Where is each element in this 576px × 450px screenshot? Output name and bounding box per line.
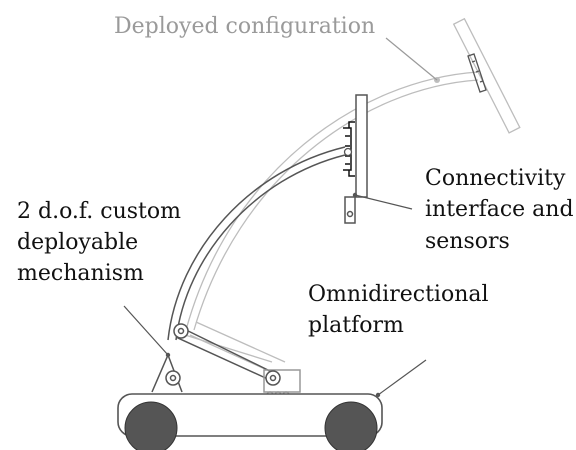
leader-connectivity <box>354 194 413 210</box>
arm-inner <box>175 154 346 341</box>
svg-text:Connectivity: Connectivity <box>425 166 566 191</box>
ghost-tablet <box>452 17 521 134</box>
label-platform: Omnidirectional platform <box>308 282 489 338</box>
ghost-arm-inner <box>193 79 479 331</box>
deployed-configuration-ghost <box>184 17 521 376</box>
svg-text:deployable: deployable <box>17 230 138 255</box>
svg-text:interface and: interface and <box>425 197 574 222</box>
ghost-link-lower <box>195 321 286 363</box>
ghost-arm-outer <box>185 71 479 331</box>
tablet <box>344 94 368 224</box>
joints <box>165 323 281 386</box>
leader-lines <box>123 37 438 398</box>
label-connectivity: Connectivity interface and sensors <box>425 166 574 254</box>
label-deployed-configuration: Deployed configuration <box>114 14 375 39</box>
svg-text:sensors: sensors <box>425 229 510 254</box>
label-mechanism: 2 d.o.f. custom deployable mechanism <box>17 199 181 286</box>
wheel-right <box>324 401 378 450</box>
stowed-configuration <box>151 146 346 399</box>
leader-deployed <box>385 37 438 81</box>
omnidirectional-platform <box>117 393 383 450</box>
leader-platform <box>377 359 427 396</box>
tablet-clamp <box>343 121 355 177</box>
svg-text:platform: platform <box>308 313 404 338</box>
svg-text:2 d.o.f. custom: 2 d.o.f. custom <box>17 199 181 224</box>
motor-block <box>263 369 301 393</box>
ghost-tablet-clamp <box>467 53 487 93</box>
wheel-left <box>124 401 178 450</box>
arm-outer <box>167 146 346 341</box>
platform-body <box>117 393 383 437</box>
svg-text:Omnidirectional: Omnidirectional <box>308 282 489 307</box>
leader-mechanism <box>123 305 169 356</box>
arm-tip-joint <box>343 147 353 157</box>
svg-text:mechanism: mechanism <box>17 261 144 286</box>
